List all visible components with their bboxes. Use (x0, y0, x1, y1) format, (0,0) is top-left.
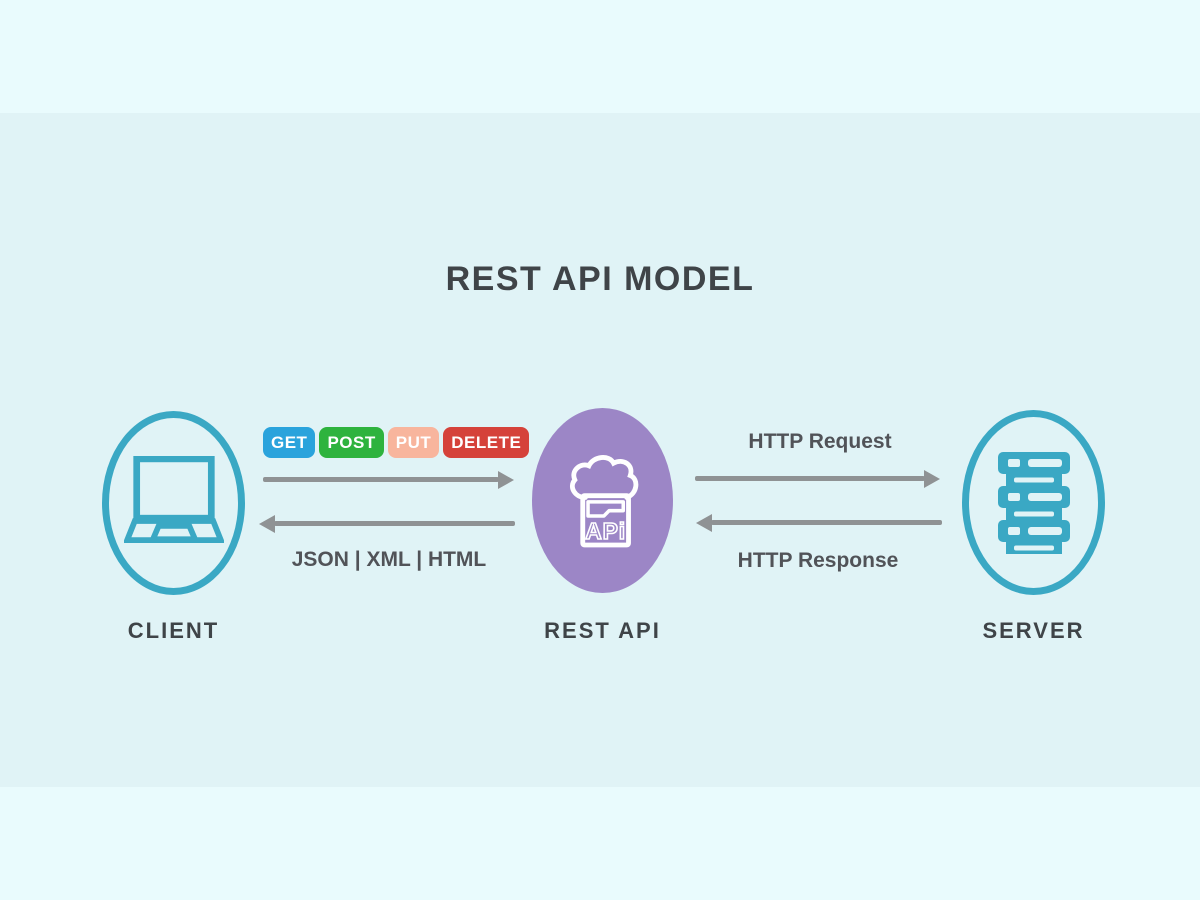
server-to-api-arrow (696, 513, 942, 532)
diagram-title: REST API MODEL (445, 260, 755, 298)
api-to-client-arrow (259, 514, 515, 533)
server-rack-icon (997, 451, 1070, 554)
put-badge: PUT (387, 427, 440, 458)
client-label: CLIENT (127, 618, 220, 643)
post-badge: POST (319, 427, 384, 458)
server-label: SERVER (982, 618, 1085, 643)
api-icon-text: APi (585, 517, 626, 543)
server-circle (962, 410, 1105, 595)
response-formats-label: JSON | XML | HTML (291, 548, 487, 571)
api-to-server-arrow (695, 469, 940, 488)
client-to-api-arrow (263, 470, 514, 489)
http-request-label: HTTP Request (748, 430, 892, 453)
cloud-api-icon: APi (569, 454, 638, 547)
http-response-label: HTTP Response (737, 549, 899, 572)
http-methods-row: GET POST PUT DELETE (263, 427, 530, 458)
laptop-icon (123, 456, 224, 544)
client-circle (102, 411, 245, 595)
rest-api-label: REST API (544, 618, 661, 643)
rest-api-circle: APi (532, 408, 673, 593)
get-badge: GET (263, 427, 316, 458)
delete-badge: DELETE (443, 427, 530, 458)
